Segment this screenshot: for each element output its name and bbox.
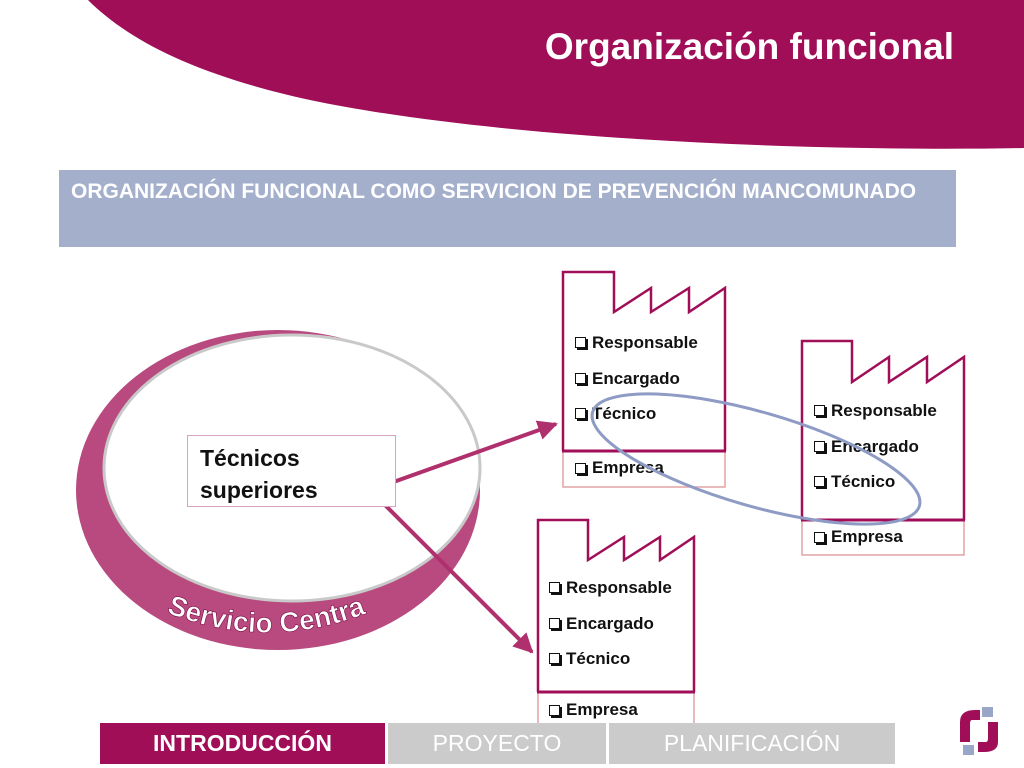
checkbox-bullet-icon	[549, 617, 560, 629]
arrow-to-company-top	[384, 420, 558, 487]
list-item: Técnico	[814, 464, 937, 500]
company-roles: Responsable Encargado Técnico	[575, 325, 698, 432]
nav-tab-planificacion[interactable]: PLANIFICACIÓN	[606, 723, 895, 764]
checkbox-bullet-icon	[575, 372, 586, 384]
factory-outline-icon	[561, 270, 727, 451]
list-item: Responsable	[575, 325, 698, 361]
list-item: Técnico	[575, 396, 698, 432]
checkbox-bullet-icon	[549, 653, 560, 665]
list-item: Encargado	[575, 361, 698, 397]
section-banner: ORGANIZACIÓN FUNCIONAL COMO SERVICION DE…	[59, 170, 956, 247]
nav-tab-introduccion[interactable]: INTRODUCCIÓN	[100, 723, 385, 764]
list-item: Encargado	[549, 606, 672, 642]
list-item: Responsable	[549, 570, 672, 606]
header-band	[88, 0, 1024, 149]
checkbox-bullet-icon	[814, 476, 825, 488]
list-item: Responsable	[814, 393, 937, 429]
company-roles: Responsable Encargado Técnico	[549, 570, 672, 677]
list-item: Encargado	[814, 429, 937, 465]
checkbox-bullet-icon	[575, 462, 586, 474]
nav-tab-proyecto[interactable]: PROYECTO	[385, 723, 606, 764]
company-roles: Responsable Encargado Técnico	[814, 393, 937, 500]
company-footer: Empresa	[549, 700, 638, 720]
arrow-to-company-bottom	[383, 503, 534, 654]
checkbox-bullet-icon	[549, 704, 560, 716]
factory-footer-frame	[801, 520, 965, 556]
central-box: Técnicos superiores	[187, 435, 396, 507]
checkbox-bullet-icon	[575, 337, 586, 349]
slide-title: Organización funcional	[544, 26, 954, 67]
factory-outline-icon	[536, 518, 696, 692]
brand-logo-icon	[960, 707, 998, 755]
factory-outline-icon	[800, 339, 966, 520]
checkbox-bullet-icon	[575, 408, 586, 420]
checkbox-bullet-icon	[814, 405, 825, 417]
section-nav: INTRODUCCIÓN PROYECTO PLANIFICACIÓN	[100, 723, 895, 764]
company-footer: Empresa	[575, 458, 664, 478]
company-footer: Empresa	[814, 527, 903, 547]
list-item: Técnico	[549, 641, 672, 677]
checkbox-bullet-icon	[549, 582, 560, 594]
checkbox-bullet-icon	[814, 440, 825, 452]
checkbox-bullet-icon	[814, 531, 825, 543]
